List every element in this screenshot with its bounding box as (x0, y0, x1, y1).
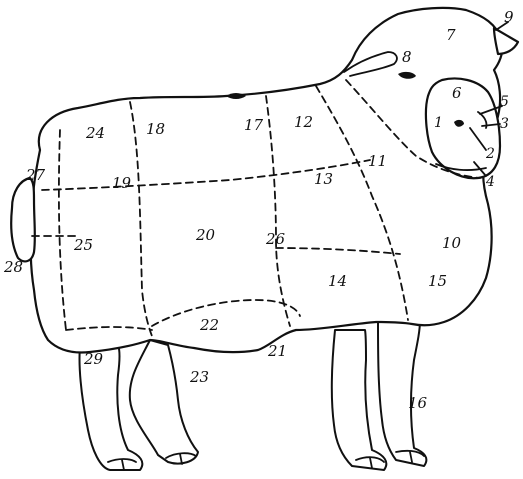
label-20: 20 (195, 226, 216, 244)
fore-leg-front (378, 320, 426, 466)
body-outline (31, 8, 503, 353)
label-28: 28 (3, 258, 23, 276)
label-26: 26 (265, 230, 286, 248)
label-7: 7 (446, 26, 456, 44)
label-29: 29 (83, 350, 104, 368)
label-9: 9 (504, 8, 514, 26)
label-3: 3 (500, 116, 509, 132)
label-25: 25 (73, 236, 93, 254)
label-13: 13 (314, 170, 333, 188)
label-14: 14 (328, 272, 347, 290)
label-27: 27 (25, 166, 46, 184)
label-15: 15 (428, 272, 447, 290)
label-23: 23 (189, 368, 209, 386)
hind-leg-back (130, 340, 198, 464)
label-5: 5 (500, 94, 509, 110)
label-1: 1 (434, 115, 443, 131)
label-18: 18 (146, 120, 165, 138)
label-19: 19 (112, 174, 132, 192)
label-4: 4 (485, 174, 495, 190)
label-8: 8 (402, 48, 412, 66)
label-11: 11 (368, 152, 387, 170)
label-21: 21 (267, 342, 287, 360)
label-6: 6 (452, 84, 462, 102)
ear (494, 28, 518, 54)
label-17: 17 (244, 116, 264, 134)
label-2: 2 (485, 146, 495, 162)
label-16: 16 (408, 394, 428, 412)
tail (11, 178, 35, 261)
label-24: 24 (85, 124, 105, 142)
label-22: 22 (199, 316, 219, 334)
label-12: 12 (294, 113, 313, 131)
label-10: 10 (442, 234, 462, 252)
